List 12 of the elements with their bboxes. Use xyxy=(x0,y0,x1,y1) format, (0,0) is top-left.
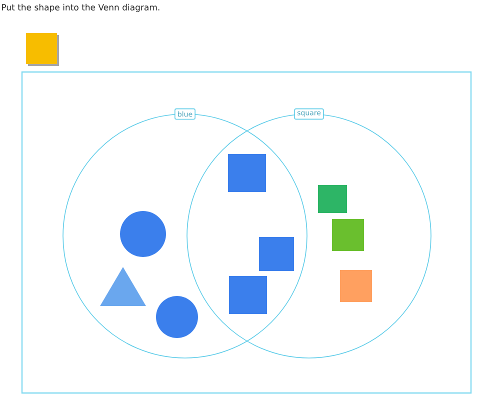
square-shape xyxy=(229,276,267,314)
square-shape xyxy=(228,154,266,192)
circle-shape xyxy=(120,211,166,257)
square-shape xyxy=(26,33,59,66)
square-shape xyxy=(318,185,347,213)
square-shape xyxy=(332,219,364,251)
instruction-text: Put the shape into the Venn diagram. xyxy=(2,4,160,12)
circle-shape xyxy=(156,296,198,338)
square-shape xyxy=(259,237,294,271)
venn-frame xyxy=(21,71,472,394)
triangle-shape xyxy=(100,267,146,306)
square-shape xyxy=(340,270,372,302)
